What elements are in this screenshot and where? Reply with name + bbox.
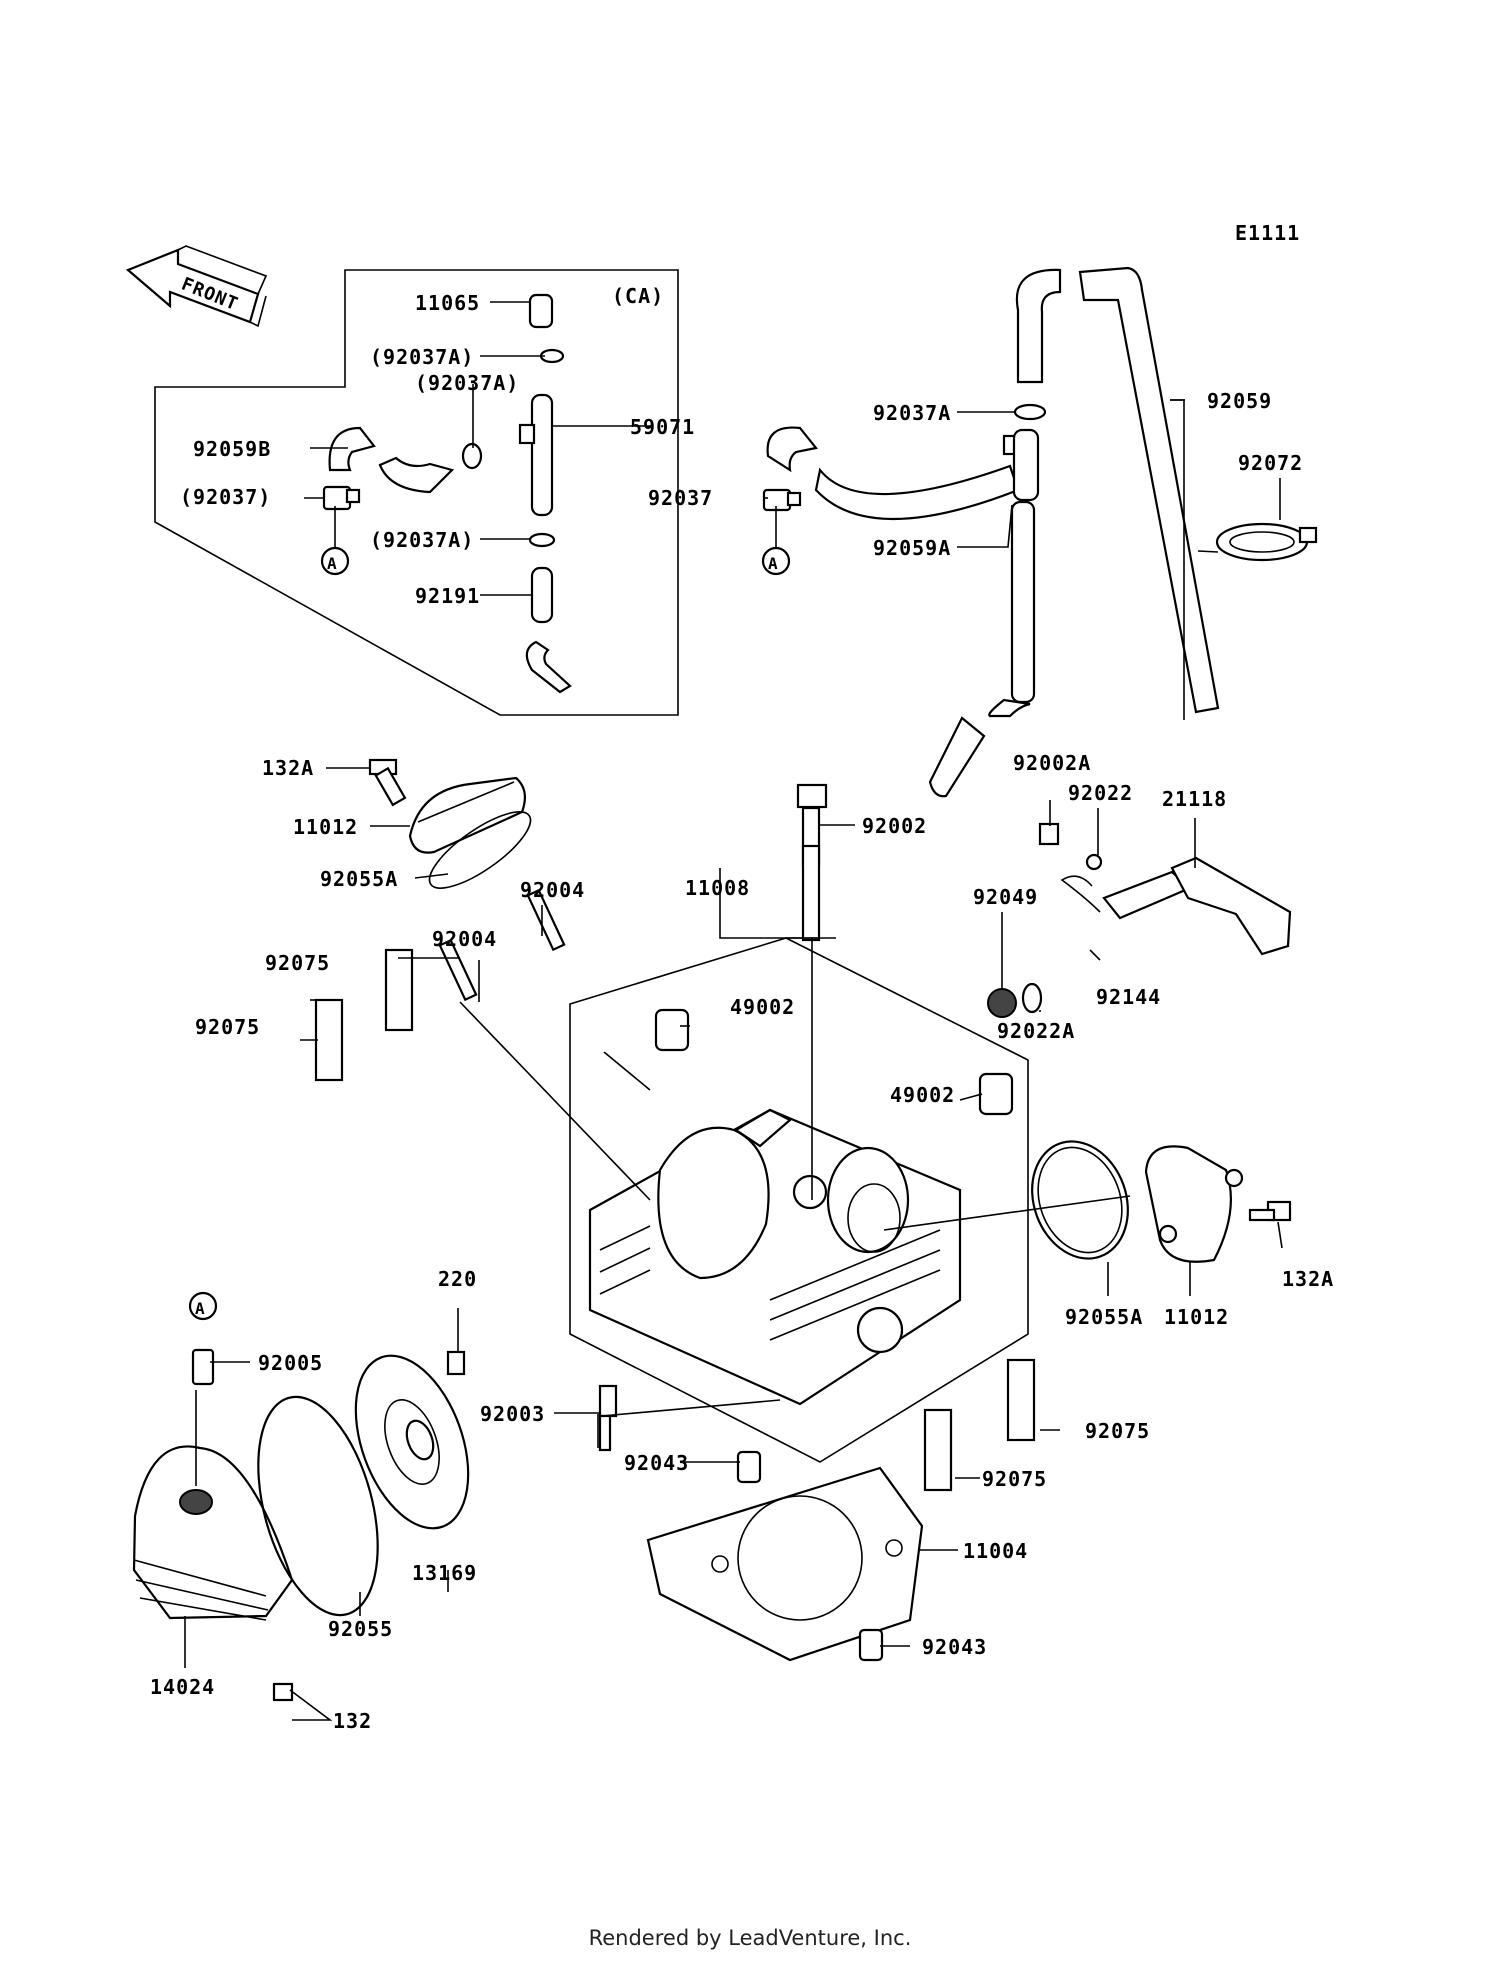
stud-bolt-92002	[796, 783, 828, 942]
label-14024: 14024	[150, 1675, 215, 1699]
label-220: 220	[438, 1267, 477, 1291]
label-92049: 92049	[973, 885, 1038, 909]
label-92004-b: 92004	[432, 927, 497, 951]
washer-92022A	[1021, 982, 1043, 1014]
label-92004-a: 92004	[520, 878, 585, 902]
label-92055A-right: 92055A	[1065, 1305, 1143, 1329]
label-92059A: 92059A	[873, 536, 951, 560]
breather-hose-set: A	[761, 266, 1318, 798]
label-92059B: 92059B	[193, 437, 271, 461]
label-11065: 11065	[415, 291, 480, 315]
label-92059: 92059	[1207, 389, 1272, 413]
diagram-code: E1111	[1235, 221, 1300, 245]
callout-marker-upper: A	[768, 554, 779, 573]
front-arrow-icon: FRONT	[125, 245, 268, 328]
label-49002-b: 49002	[890, 1083, 955, 1107]
label-11004: 11004	[963, 1539, 1028, 1563]
plug-49002-right	[978, 1072, 1014, 1116]
ca-box	[154, 269, 679, 716]
label-132A-top: 132A	[262, 756, 314, 780]
label-92037A: 92037A	[873, 401, 951, 425]
label-59071: 59071	[630, 415, 695, 439]
label-92075-b: 92075	[195, 1015, 260, 1039]
label-13169: 13169	[412, 1561, 477, 1585]
label-92002: 92002	[862, 814, 927, 838]
label-92037A-ca2: (92037A)	[415, 371, 519, 395]
spacers-92075	[314, 948, 1036, 1492]
label-92055: 92055	[328, 1617, 393, 1641]
callout-marker-lower: A	[195, 1299, 206, 1318]
label-92003: 92003	[480, 1402, 545, 1426]
label-21118: 21118	[1162, 787, 1227, 811]
cylinder-head-11008	[569, 937, 1029, 1463]
label-92055A-top: 92055A	[320, 867, 398, 891]
label-92037A-ca3: (92037A)	[370, 528, 474, 552]
label-92022: 92022	[1068, 781, 1133, 805]
callout-marker-ca: A	[327, 554, 338, 573]
studs-92004	[438, 888, 566, 1002]
label-92075-c: 92075	[1085, 1419, 1150, 1443]
bolt-92002A	[1038, 822, 1060, 846]
label-92075-a: 92075	[265, 951, 330, 975]
lever-21118	[1060, 856, 1292, 956]
label-11012-right: 11012	[1164, 1305, 1229, 1329]
label-92072: 92072	[1238, 451, 1303, 475]
label-132A-right: 132A	[1282, 1267, 1334, 1291]
footer-credit: Rendered by LeadVenture, Inc.	[588, 1926, 912, 1950]
label-92144: 92144	[1096, 985, 1161, 1009]
label-92075-d: 92075	[982, 1467, 1047, 1491]
label-92037-ca: (92037)	[180, 485, 271, 509]
ca-box-label: (CA)	[612, 284, 664, 308]
label-92043-a: 92043	[624, 1451, 689, 1475]
callout-marker-lower-circle	[188, 1291, 218, 1321]
label-92043-b: 92043	[922, 1635, 987, 1659]
label-11012-top: 11012	[293, 815, 358, 839]
breather-cover-14024	[132, 1348, 618, 1702]
label-49002-a: 49002	[730, 995, 795, 1019]
seal-92049	[987, 988, 1017, 1018]
label-11008: 11008	[685, 876, 750, 900]
washer-92022	[1085, 853, 1103, 871]
label-92037: 92037	[648, 486, 713, 510]
leader-lines	[184, 301, 1283, 1721]
label-132: 132	[333, 1709, 372, 1733]
label-92191: 92191	[415, 584, 480, 608]
label-92002A: 92002A	[1013, 751, 1091, 775]
ca-hose-set: A	[320, 293, 572, 694]
plug-49002-left	[654, 1008, 690, 1052]
side-cover-right	[1031, 1140, 1292, 1263]
label-92037A-ca1: (92037A)	[370, 345, 474, 369]
label-92005: 92005	[258, 1351, 323, 1375]
head-gasket-11004	[646, 1450, 924, 1662]
side-cover-top	[368, 758, 532, 889]
label-92022A: 92022A	[997, 1019, 1075, 1043]
